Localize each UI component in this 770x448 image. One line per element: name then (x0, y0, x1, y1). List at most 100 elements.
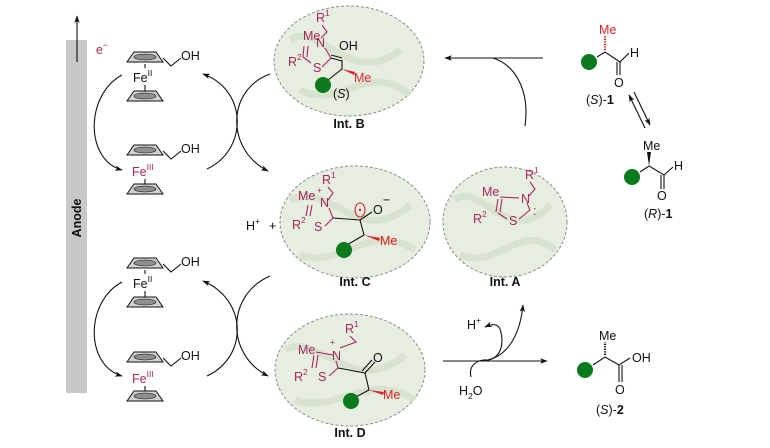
int-c-to-d-arrow (236, 275, 271, 377)
svg-text:R1: R1 (345, 319, 359, 336)
svg-text:Me: Me (599, 23, 616, 37)
svg-text:(S)-1: (S)-1 (586, 93, 614, 107)
fe-reduction-arrow-top (202, 73, 238, 170)
svg-text:N: N (521, 192, 530, 206)
svg-text:Me: Me (482, 185, 499, 199)
proton-reagent: H+ (246, 216, 260, 233)
int-b-structure: R1 Me N R2 S OH Me (S) Int. B (288, 8, 371, 131)
cp-ring-icon (126, 257, 164, 269)
svg-text:−: − (383, 193, 390, 207)
svg-text:Me: Me (599, 329, 616, 343)
anode-label: Anode (70, 199, 84, 238)
svg-text:FeIII: FeIII (132, 162, 154, 179)
substrate-dot-icon (315, 77, 331, 93)
anode-bar (66, 40, 87, 393)
substrate-dot-icon (343, 393, 359, 409)
int-a-structure: R1 Me N R2 S : Int. A (473, 165, 539, 289)
fe-reduction-arrow-bottom (202, 280, 238, 377)
ferrocene-top-fe2: OH FeII (126, 49, 200, 102)
svg-text::: : (533, 204, 536, 218)
fe-oxidation-arrow-bottom (93, 281, 123, 377)
svg-text:(S): (S) (333, 87, 350, 101)
ferrocene-top-fe3: OH FeIII (126, 142, 200, 195)
svg-text:O: O (614, 76, 624, 90)
svg-text:S: S (318, 370, 326, 384)
svg-text:(R)-1: (R)-1 (644, 207, 673, 221)
svg-text:R1: R1 (322, 170, 336, 187)
svg-text:R2: R2 (294, 367, 308, 384)
int-c-pocket (279, 165, 431, 279)
svg-text:OH: OH (339, 39, 358, 53)
svg-text:N: N (332, 349, 341, 363)
plus-sign: + (269, 219, 276, 233)
ferrocene-bottom-fe2: OH FeII (126, 255, 200, 308)
svg-text:O: O (373, 203, 383, 217)
int-b-pocket (273, 5, 425, 117)
svg-text:OH: OH (181, 349, 200, 363)
svg-text:Me: Me (383, 388, 400, 402)
substrate-dot-icon (577, 362, 593, 378)
svg-text:Me: Me (298, 343, 315, 357)
s-acid-2: Me OH O (S)-2 (577, 329, 651, 417)
cp-ring-icon (126, 390, 164, 402)
racemization-equilibrium (628, 91, 651, 129)
substrate-dot-icon (624, 169, 640, 185)
svg-text:+: + (317, 185, 322, 195)
svg-text:OH: OH (181, 49, 200, 63)
int-b-label: Int. B (333, 117, 364, 131)
svg-text:O: O (615, 383, 625, 397)
svg-text:+: + (330, 337, 335, 347)
substrate-dot-icon (581, 54, 597, 70)
fe-oxidation-arrow-top (93, 74, 123, 171)
svg-text:N: N (320, 196, 329, 210)
int-d-structure: R1 Me + N R2 S O Me Int. D (294, 319, 400, 440)
svg-text:OH: OH (181, 142, 200, 156)
svg-text:(S)-2: (S)-2 (596, 403, 624, 417)
proton-product: H+ (467, 315, 481, 332)
cp-ring-icon (126, 351, 164, 363)
svg-text:S: S (314, 220, 322, 234)
cp-ring-icon (126, 90, 164, 102)
svg-text:OH: OH (632, 351, 651, 365)
electron-label: e− (96, 40, 108, 57)
svg-text:FeII: FeII (133, 274, 152, 291)
svg-text:S: S (313, 61, 321, 75)
svg-text:O: O (657, 189, 667, 203)
svg-text:R1: R1 (316, 8, 330, 25)
cp-ring-icon (126, 144, 164, 156)
int-c-label: Int. C (339, 275, 370, 289)
ferrocene-bottom-fe3: OH FeIII (126, 349, 200, 402)
s-aldehyde-1: Me H O (S)-1 (581, 23, 639, 107)
svg-text:R2: R2 (292, 215, 306, 232)
svg-text:H: H (674, 159, 683, 173)
int-c-structure: R1 Me + N R2 S O − Me Int. C (292, 170, 397, 289)
svg-text:N: N (316, 36, 325, 50)
svg-text:R2: R2 (288, 52, 302, 69)
r-aldehyde-1: Me H O (R)-1 (624, 139, 683, 221)
svg-text:S: S (509, 214, 517, 228)
svg-text:FeII: FeII (133, 68, 152, 85)
int-d-label: Int. D (334, 426, 365, 440)
svg-text:Me: Me (303, 29, 320, 43)
proton-release-arrow (469, 321, 503, 378)
svg-text:Me: Me (354, 71, 371, 85)
int-a-to-b-curve (492, 57, 527, 127)
cp-ring-icon (126, 296, 164, 308)
int-a-label: Int. A (490, 275, 521, 289)
svg-text:O: O (373, 351, 383, 365)
svg-text:H: H (630, 46, 639, 60)
svg-text:FeIII: FeIII (132, 369, 154, 386)
svg-text:R2: R2 (473, 209, 487, 226)
svg-text:R1: R1 (525, 165, 539, 182)
svg-text:OH: OH (181, 255, 200, 269)
int-a-pocket (442, 166, 568, 278)
svg-text:Me: Me (643, 139, 660, 153)
water-reagent: H2O (459, 384, 483, 401)
cp-ring-icon (126, 183, 164, 195)
cp-ring-icon (126, 51, 164, 63)
substrate-dot-icon (336, 242, 352, 258)
svg-text:Me: Me (298, 189, 315, 203)
int-b-to-c-arrow (236, 73, 271, 172)
